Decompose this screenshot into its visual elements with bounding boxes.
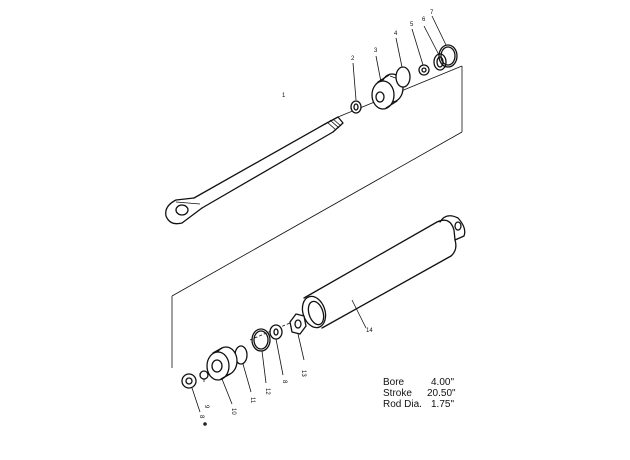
callout-7: 7 [430,10,434,16]
callout-10: 10 [230,408,236,415]
stroke-label: Stroke [383,388,412,399]
cylinder-specifications: Bore 4.00" Stroke 20.50" Rod Dia. 1.75" [383,377,456,410]
rod-nut [350,62,362,114]
callout-11: 11 [249,397,255,404]
spec-bore: Bore 4.00" [383,377,456,388]
piston-assembly [371,55,404,110]
lower-o-ring [251,328,271,384]
spec-stroke: Stroke 20.50" [383,388,456,399]
callout-8-lower: 8 [281,380,287,384]
piston-rod [165,116,344,225]
lower-seal-disc [234,345,252,393]
callout-5: 5 [410,22,414,28]
small-washer [411,28,430,76]
wiper-ring [181,373,207,426]
stroke-value: 20.50" [427,388,456,399]
rod-dia-label: Rod Dia. [383,399,422,410]
dot-marker [203,422,207,426]
callout-12: 12 [264,388,270,395]
callout-4: 4 [394,31,398,37]
rod-dia-value: 1.75" [431,399,455,410]
hex-nut [289,313,307,361]
callout-2: 2 [351,56,355,62]
bore-value: 4.00" [431,377,455,388]
callout-1: 1 [282,93,286,99]
o-rings-top [423,15,458,71]
callout-labels: 1 2 3 4 5 6 7 14 13 8 12 11 10 8 9 [198,10,434,419]
lower-washer [269,324,284,376]
rod-gland [206,346,238,405]
callout-8-left: 8 [198,415,204,419]
bore-label: Bore [383,377,405,388]
callout-14: 14 [366,328,373,334]
spec-rod-dia: Rod Dia. 1.75" [383,399,456,410]
small-lower-washer [199,370,209,382]
callout-9: 9 [203,405,209,409]
seal-disc [395,37,411,88]
callout-3: 3 [374,48,378,54]
cylinder-barrel [301,215,466,329]
callout-13: 13 [300,370,306,377]
callout-6: 6 [422,17,426,23]
